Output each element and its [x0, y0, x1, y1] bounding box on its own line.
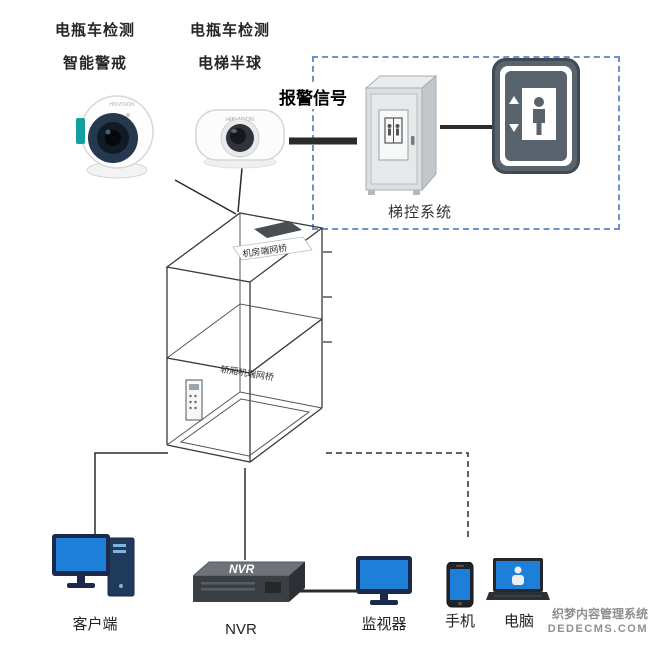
shaft-top-vent [254, 221, 302, 238]
shaft-to-mobile-dashed-line [326, 452, 469, 538]
camera-sensor-dot [126, 113, 130, 117]
dome-camera-image: HIKVISION [192, 98, 288, 172]
keypad-button [189, 400, 192, 404]
turret-camera-connector-line [174, 179, 237, 215]
car-ceiling-front-edges [166, 318, 323, 374]
phone-drawing [446, 562, 474, 608]
shaft-to-client-line [94, 452, 168, 538]
laptop-screen-figure-body [512, 575, 524, 585]
panel-figure-head [395, 124, 400, 128]
monitor-base [370, 600, 398, 605]
shaft-bottom-back-edges [166, 391, 323, 446]
nvr-panel-text: NVR [229, 562, 255, 576]
nvr-panel-display [265, 582, 281, 593]
phone-label: 手机 [444, 613, 475, 630]
watermark-line2: DEDECMS.COM [547, 623, 648, 635]
machine-room-bridge-label: 机房端网桥 [242, 242, 288, 259]
shaft-bottom-front-edges [166, 407, 323, 463]
lens-highlight [231, 129, 237, 133]
elevator-sign-drawing [492, 58, 580, 174]
client-label: 客户端 [72, 616, 118, 633]
cabinet-handle [411, 136, 415, 145]
laptop-drawing [486, 558, 550, 600]
monitor-device-image [356, 556, 414, 606]
sign-person-body [533, 109, 545, 135]
turret-camera-image: HIKVISION [70, 88, 165, 180]
monitor-screen [56, 538, 106, 571]
control-cabinet-image [358, 66, 440, 198]
panel-figure-head [387, 124, 392, 128]
bridge-label-plate [232, 236, 313, 261]
turret-camera-label-line1: 电瓶车检测 [54, 22, 135, 39]
elevator-control-label: 梯控系统 [388, 204, 453, 221]
desktop-tower [107, 537, 135, 597]
turret-camera-label-line2: 智能警戒 [62, 55, 127, 72]
tower-drive-slot [113, 550, 126, 553]
desktop-monitor [52, 534, 110, 588]
sign-person-head [534, 97, 544, 107]
keypad-screen [189, 384, 199, 390]
dome-camera-connector-line [237, 167, 243, 213]
phone-screen [450, 569, 470, 600]
phone-home-button [458, 601, 462, 606]
elevator-sign-image [492, 58, 580, 174]
watermark-line1: 织梦内容管理系统 [551, 607, 648, 621]
keypad-button [189, 406, 192, 410]
shaft-top-face [165, 212, 324, 283]
laptop-label: 电脑 [503, 613, 534, 630]
dome-camera-drawing: HIKVISION [195, 109, 285, 169]
car-ceiling-face [165, 303, 324, 374]
dome-camera-label-line2: 电梯半球 [197, 55, 262, 72]
client-computer-image [52, 534, 140, 602]
monitor-neck [380, 594, 388, 600]
dome-camera-label: 电瓶车检测 电梯半球 [155, 14, 305, 80]
cabinet-side-face [421, 74, 437, 192]
nvr-vent-slot [201, 582, 255, 585]
lens-highlight [105, 129, 111, 135]
laptop-screen-figure-head [514, 566, 522, 574]
dome-camera-label-line1: 电瓶车检测 [189, 22, 270, 39]
laptop-device-image [486, 558, 550, 606]
control-cabinet-drawing [364, 74, 438, 195]
alarm-signal-label: 报警信号 [277, 84, 349, 109]
turret-camera-drawing: HIKVISION [76, 95, 154, 179]
monitor-screen [360, 560, 408, 589]
camera-brand-text: HIKVISION [109, 102, 135, 108]
camera-teal-badge [76, 118, 85, 144]
turret-camera-label: 电瓶车检测 智能警戒 [20, 14, 170, 80]
shaft-floor-inset [179, 398, 311, 457]
monitor-drawing [356, 556, 412, 605]
keypad-button [194, 394, 197, 398]
monitor-base [67, 583, 95, 588]
client-computer-drawing [52, 534, 135, 597]
phone-device-image [446, 562, 474, 608]
tower-drive-slot [113, 544, 126, 547]
nvr-drawing: NVR [193, 561, 305, 602]
keypad-button [189, 394, 192, 398]
panel-figure-body [388, 128, 391, 136]
tower-power-button [119, 584, 123, 588]
nvr-device-image: NVR [193, 556, 305, 608]
car-keypad-panel [185, 379, 203, 421]
nvr-label: NVR [225, 621, 257, 638]
cabinet-foot [413, 190, 420, 195]
nvr-side-face [289, 562, 305, 602]
sign-up-arrow-icon [509, 96, 519, 104]
keypad-body [185, 379, 203, 421]
monitor-label: 监视器 [361, 616, 407, 633]
nvr-vent-slot [201, 588, 255, 591]
keypad-button [194, 406, 197, 410]
phone-speaker [456, 565, 464, 567]
monitor-neck [77, 576, 85, 583]
watermark: 织梦内容管理系统 DEDECMS.COM [528, 607, 648, 637]
car-bridge-label: 轿厢机端网桥 [220, 363, 275, 382]
sign-down-arrow-icon [509, 124, 519, 132]
elevator-shaft-wireframe: 机房端网桥 轿厢机端网桥 [165, 212, 332, 463]
panel-figure-body [396, 128, 399, 136]
keypad-button [194, 400, 197, 404]
cabinet-foot [368, 190, 375, 195]
